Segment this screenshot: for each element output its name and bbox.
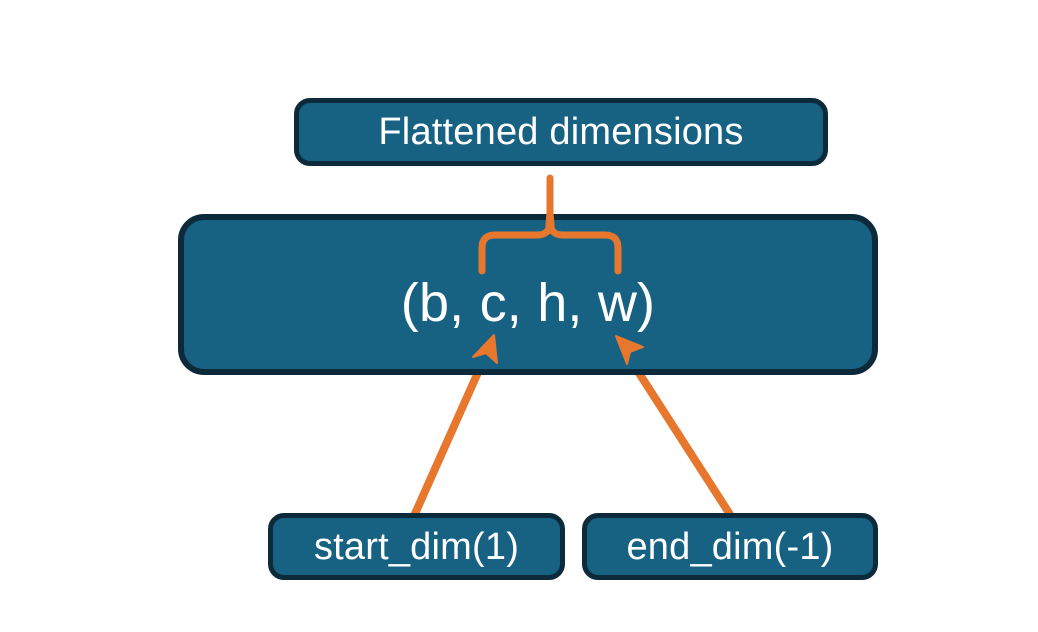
node-flattened-dimensions-label: Flattened dimensions <box>378 111 744 153</box>
node-end-dim[interactable]: end_dim(-1) <box>582 513 878 580</box>
node-start-dim[interactable]: start_dim(1) <box>268 513 565 580</box>
node-tensor-shape-label: (b, c, h, w) <box>400 273 656 333</box>
node-flattened-dimensions[interactable]: Flattened dimensions <box>294 98 828 166</box>
node-start-dim-label: start_dim(1) <box>313 525 520 568</box>
node-end-dim-label: end_dim(-1) <box>626 525 834 568</box>
node-tensor-shape[interactable]: (b, c, h, w) <box>178 214 878 375</box>
